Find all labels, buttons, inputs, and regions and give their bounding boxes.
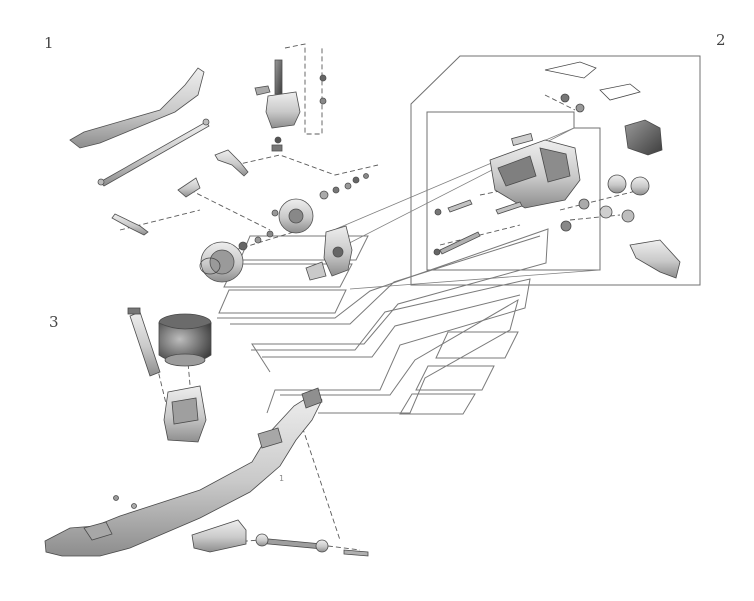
piston-2 <box>630 176 650 196</box>
zigzag-guides <box>217 228 549 415</box>
bolt-1 <box>111 213 149 236</box>
steering-arm <box>69 67 205 149</box>
dashed-lines <box>119 43 641 551</box>
brake-pad-1 <box>624 119 663 156</box>
group-2-parts <box>433 61 681 279</box>
bolt-4 <box>343 549 369 557</box>
bolt-3 <box>439 231 481 255</box>
guide-pin <box>511 133 534 146</box>
guide-zig-b <box>230 235 541 325</box>
group-1-parts <box>69 59 369 283</box>
inner-frame <box>426 111 601 271</box>
callout-group-2: 2 <box>716 31 726 49</box>
axle-marker: 1 <box>279 474 285 483</box>
guide-zig-d <box>262 294 521 358</box>
bolt-2 <box>447 199 473 213</box>
piston-1 <box>607 174 627 194</box>
kingpin <box>274 59 283 95</box>
shock-absorber <box>129 311 161 377</box>
axle-beam <box>44 391 323 557</box>
spring-seat <box>191 519 247 553</box>
group-2-frame <box>410 55 701 286</box>
guide-zig-e <box>280 298 519 414</box>
guide-band-3 <box>218 289 347 314</box>
clamp <box>177 177 201 198</box>
knuckle-arm <box>214 149 249 177</box>
dust-cover <box>305 261 327 281</box>
guide-zig-a <box>217 228 549 373</box>
callout-group-1: 1 <box>44 34 54 52</box>
group-3-parts <box>127 307 212 443</box>
guide-zig-c <box>251 278 531 414</box>
spring-clip <box>544 61 597 79</box>
outer-frame <box>410 55 701 286</box>
front-axle <box>44 387 369 557</box>
callout-group-3: 3 <box>49 313 59 331</box>
guide-box-3 <box>399 393 476 415</box>
kingpin-housing <box>265 91 301 129</box>
brake-pad-2 <box>629 239 681 279</box>
guide-box-1 <box>435 331 519 359</box>
guide-box-2 <box>415 365 495 391</box>
